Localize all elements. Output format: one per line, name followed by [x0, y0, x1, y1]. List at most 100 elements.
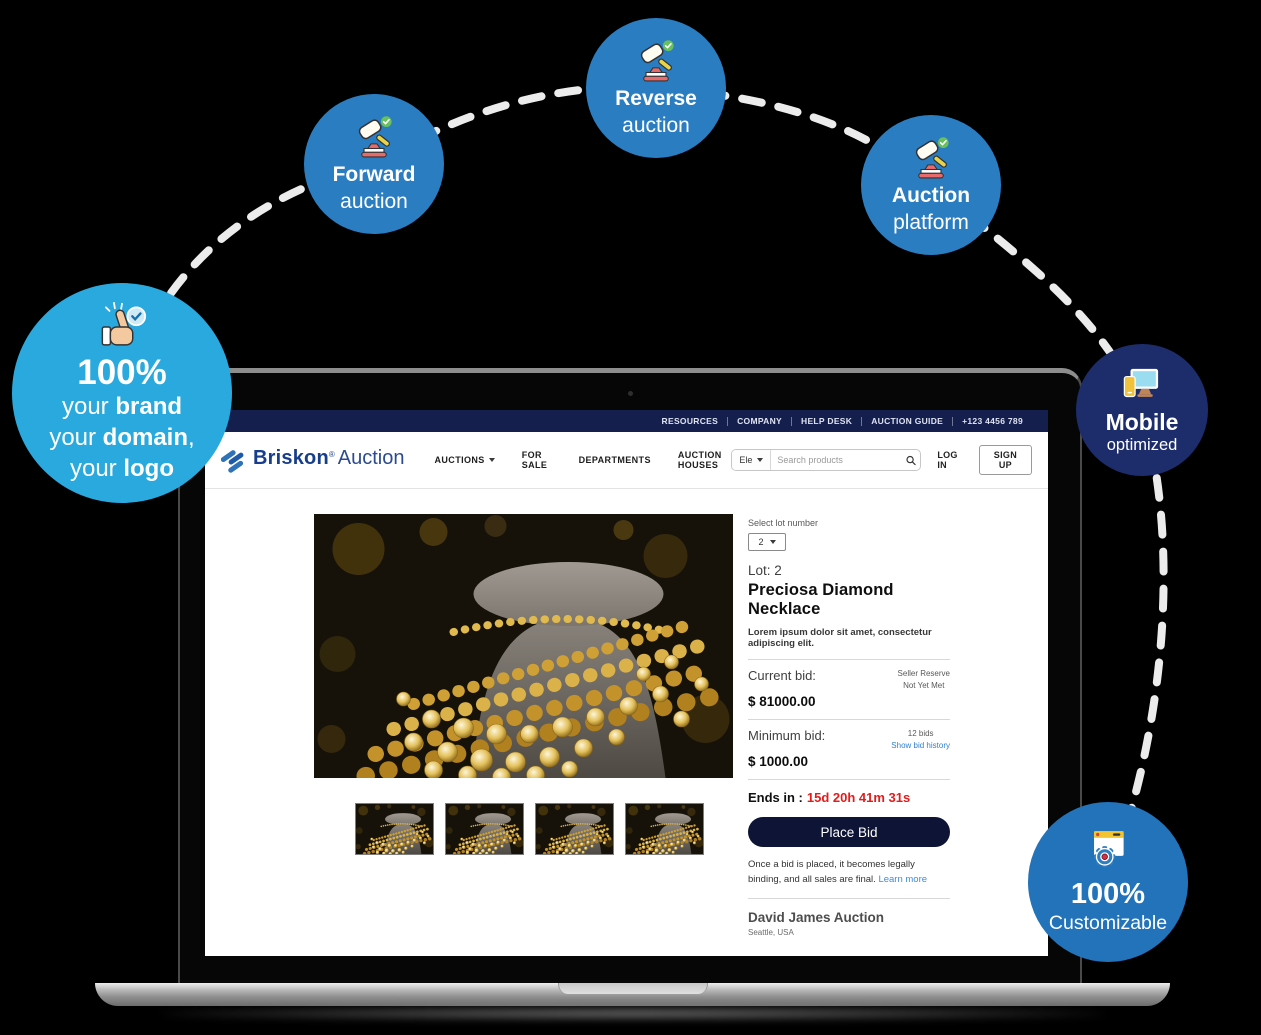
badge-mobile-optimized: Mobile optimized	[1076, 344, 1208, 476]
bid-count-block: 12 bids Show bid history	[891, 728, 950, 751]
topbar-link-resources[interactable]: RESOURCES	[661, 416, 719, 426]
product-thumbnail-1[interactable]	[355, 803, 434, 855]
topbar-link-auction-guide[interactable]: AUCTION GUIDE	[871, 416, 944, 426]
separator	[861, 416, 863, 426]
laptop-screen: RESOURCES COMPANY HELP DESK AUCTION GUID…	[178, 368, 1082, 983]
learn-more-link[interactable]: Learn more	[878, 874, 928, 886]
countdown-label: Ends in :	[748, 790, 803, 806]
nav-auctions[interactable]: AUCTIONS	[435, 455, 495, 465]
product-main-image	[314, 514, 733, 778]
search-area: Ele LOG IN SIGN UP	[731, 445, 1032, 475]
seller-location: Seattle, USA	[748, 927, 794, 937]
chevron-down-icon	[757, 458, 764, 462]
main-navigation: AUCTIONS FOR SALE DEPARTMENTS AUCTION HO…	[435, 450, 732, 470]
show-bid-history-link[interactable]: Show bid history	[891, 740, 950, 750]
site-header: Briskon® Auction AUCTIONS FOR SALE DEPAR…	[205, 432, 1048, 489]
badge-reverse-auction: Reverse auction	[586, 18, 726, 158]
countdown: Ends in :15d 20h 41m 31s	[748, 790, 950, 805]
thumbs-up-check-icon	[101, 301, 147, 346]
brand-name-regular: Auction	[337, 447, 405, 469]
product-title: Preciosa Diamond Necklace	[748, 581, 894, 618]
product-thumbnail-2[interactable]	[445, 803, 524, 855]
bid-panel: Select lot number 2 Lot: 2 Preciosa Diam…	[748, 518, 950, 937]
browser-gear-icon	[1094, 831, 1124, 868]
gavel-icon	[908, 135, 954, 181]
lot-select-label: Select lot number	[748, 518, 819, 528]
nav-departments[interactable]: DEPARTMENTS	[578, 455, 651, 465]
divider	[748, 659, 950, 660]
nav-auctions-label: AUCTIONS	[434, 455, 485, 465]
badge-subtitle: Customizable	[1048, 912, 1168, 935]
search-input[interactable]	[771, 455, 901, 465]
badge-title: 100%	[1070, 878, 1146, 911]
thumbnail-row	[355, 803, 733, 855]
search-icon	[906, 455, 917, 465]
signup-button[interactable]: SIGN UP	[978, 445, 1032, 475]
gavel-icon	[351, 114, 397, 160]
trademark: ®	[328, 450, 335, 459]
desktop-mobile-icon	[1123, 368, 1159, 397]
laptop-base-notch	[557, 983, 708, 994]
gear-icon	[1094, 846, 1116, 868]
nav-auction-houses[interactable]: AUCTION HOUSES	[677, 450, 722, 470]
minimum-bid-row: Minimum bid: 12 bids Show bid history	[748, 728, 950, 751]
badge-line-brand: your brand	[61, 393, 183, 421]
current-bid-row: Current bid: Seller Reserve Not Yet Met	[748, 668, 950, 691]
badge-subtitle: platform	[893, 210, 969, 234]
auction-website: RESOURCES COMPANY HELP DESK AUCTION GUID…	[205, 410, 1048, 956]
badge-your-brand: 100% your brand your domain, your logo	[12, 283, 232, 503]
laptop-shadow	[160, 1007, 1105, 1020]
seller-name: David James Auction	[748, 909, 885, 925]
topbar-link-company[interactable]: COMPANY	[737, 416, 783, 426]
category-select[interactable]: Ele	[732, 450, 772, 470]
category-select-value: Ele	[739, 455, 753, 465]
login-link[interactable]: LOG IN	[937, 450, 958, 470]
topbar-phone[interactable]: +123 4456 789	[962, 416, 1023, 426]
badge-line-domain: your domain,	[49, 423, 195, 451]
place-bid-button[interactable]: Place Bid	[748, 817, 950, 848]
current-bid-amount: $ 81000.00	[748, 694, 816, 710]
badge-title: Mobile	[1105, 408, 1179, 435]
badge-subtitle: optimized	[1106, 436, 1178, 455]
minimum-bid-label: Minimum bid:	[748, 728, 826, 744]
legal-text: Once a bid is placed, it becomes legally…	[748, 859, 915, 886]
webcam-dot	[628, 391, 633, 396]
nav-for-sale[interactable]: FOR SALE	[521, 450, 548, 470]
product-thumbnail-3[interactable]	[535, 803, 614, 855]
briskon-logo-icon	[221, 450, 244, 473]
seller-reserve-note: Seller Reserve Not Yet Met	[898, 668, 950, 691]
separator	[952, 416, 954, 426]
chevron-down-icon	[488, 458, 495, 462]
laptop-base	[95, 983, 1170, 1006]
badge-subtitle: auction	[340, 189, 408, 213]
gavel-icon	[633, 38, 679, 84]
product-thumbnail-4[interactable]	[625, 803, 704, 855]
topbar-link-help-desk[interactable]: HELP DESK	[801, 416, 853, 426]
product-gallery	[314, 514, 733, 855]
product-description: Lorem ipsum dolor sit amet, consectetur …	[748, 627, 932, 649]
divider	[748, 719, 950, 721]
badge-title: Forward	[332, 163, 416, 187]
brand-logo[interactable]: Briskon® Auction	[221, 447, 405, 473]
badge-line-logo: your logo	[69, 454, 174, 482]
brand-name-bold: Briskon	[253, 447, 329, 469]
badge-auction-platform: Auction platform	[861, 115, 1001, 255]
divider	[748, 897, 950, 899]
separator	[791, 416, 793, 426]
legal-note: Once a bid is placed, it becomes legally…	[748, 858, 950, 887]
utility-topbar: RESOURCES COMPANY HELP DESK AUCTION GUID…	[205, 410, 1048, 432]
current-bid-label: Current bid:	[748, 668, 816, 683]
badge-percent: 100%	[77, 352, 167, 392]
badge-title: Auction	[891, 184, 971, 208]
lot-select[interactable]: 2	[748, 533, 786, 551]
search-button[interactable]	[900, 453, 921, 467]
separator	[727, 416, 729, 426]
badge-customizable: 100% Customizable	[1028, 802, 1188, 962]
lot-number: Lot: 2	[748, 563, 782, 578]
badge-subtitle: auction	[622, 113, 690, 137]
bids-count: 12 bids	[907, 729, 934, 739]
divider	[748, 779, 950, 781]
seller-reserve-line1: Seller Reserve	[897, 669, 950, 678]
countdown-value: 15d 20h 41m 31s	[806, 790, 911, 806]
